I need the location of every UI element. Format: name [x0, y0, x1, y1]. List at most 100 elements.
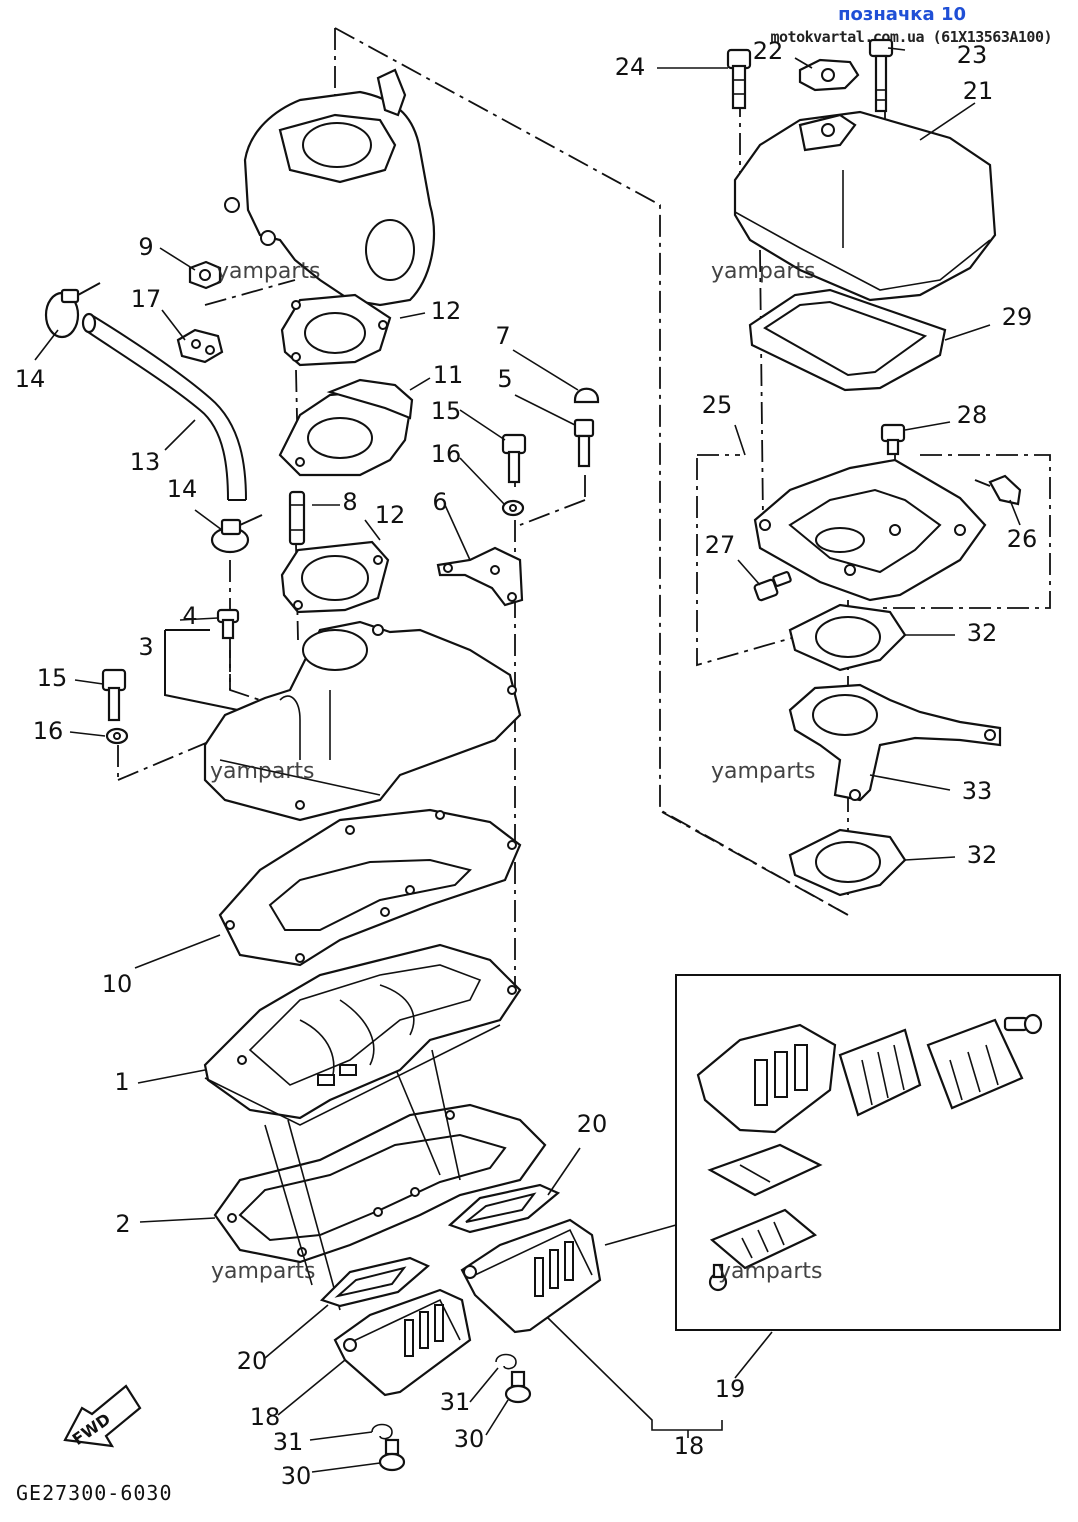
label-part-10: 10: [102, 970, 133, 998]
label-part-3: 3: [138, 633, 153, 661]
label-part-11: 11: [433, 361, 464, 389]
detail-small-screw[interactable]: [708, 1263, 728, 1292]
forward-direction-arrow: FWD: [63, 1384, 142, 1449]
label-part-24: 24: [615, 53, 646, 81]
nut[interactable]: [188, 260, 222, 290]
plate-22[interactable]: [798, 58, 860, 92]
screw-left[interactable]: [378, 1438, 406, 1472]
clip-left[interactable]: [371, 1423, 393, 1440]
watermark-text: yamparts: [711, 759, 816, 784]
label-part-17: 17: [131, 285, 162, 313]
reed-petals-left: [404, 1304, 444, 1357]
reed-valve-gasket[interactable]: [213, 1103, 547, 1264]
label-part-20-left: 20: [237, 1347, 268, 1375]
label-part-9: 9: [138, 233, 153, 261]
reed-gasket-right[interactable]: [447, 1183, 561, 1234]
detail-reed-plate-b[interactable]: [926, 1018, 1024, 1110]
manifold-gasket[interactable]: [218, 808, 522, 967]
bolt-24[interactable]: [726, 48, 752, 110]
watermark-text: yamparts: [211, 1259, 316, 1284]
bolt-27[interactable]: [753, 571, 792, 602]
label-part-30-right: 30: [454, 1425, 485, 1453]
reed-valve-detail-box: [675, 974, 1061, 1331]
stud[interactable]: [288, 490, 306, 546]
diagram-code: GE27300-6030: [16, 1481, 173, 1505]
reed-petals-right: [534, 1241, 574, 1297]
label-part-25: 25: [702, 391, 733, 419]
label-part-8: 8: [342, 488, 357, 516]
flange-gasket-upper[interactable]: [788, 603, 907, 672]
reed-valve-right[interactable]: [460, 1218, 602, 1334]
reed-guide-lines: [264, 1049, 461, 1311]
intake-cover[interactable]: [733, 110, 997, 302]
washer-right[interactable]: [501, 499, 525, 517]
label-part-5: 5: [497, 365, 512, 393]
cover-gasket[interactable]: [748, 288, 947, 392]
stay-33[interactable]: [788, 683, 1002, 802]
stay-bracket[interactable]: [436, 546, 524, 607]
hose-clamp-top[interactable]: [44, 282, 101, 339]
label-part-14-bottom: 14: [167, 475, 198, 503]
screw-right[interactable]: [504, 1370, 532, 1404]
detail-reed-stopper[interactable]: [707, 1143, 823, 1197]
washer-left[interactable]: [105, 727, 129, 745]
detail-screw[interactable]: [1003, 1013, 1043, 1035]
fitting-26[interactable]: [974, 474, 1022, 506]
detail-reed-housing[interactable]: [696, 1023, 837, 1134]
flange-gasket-lower[interactable]: [788, 828, 907, 897]
gasket-upper[interactable]: [280, 293, 392, 367]
reed-valve-body[interactable]: [203, 943, 522, 1126]
cylinder[interactable]: [224, 68, 436, 307]
label-part-18-right: 18: [674, 1432, 705, 1460]
leader-lines: [34, 47, 1021, 1473]
watermarks: yamparts yamparts yamparts yamparts yamp…: [210, 259, 823, 1284]
label-part-2: 2: [115, 1210, 130, 1238]
cylinder-plate[interactable]: [278, 378, 414, 477]
bolt-23[interactable]: [868, 38, 894, 113]
label-part-12-bottom: 12: [375, 501, 406, 529]
silencer-base[interactable]: [753, 458, 987, 602]
label-part-22: 22: [753, 37, 784, 65]
label-part-29: 29: [1002, 303, 1033, 331]
label-part-18-left: 18: [250, 1403, 281, 1431]
watermark-text: yamparts: [210, 759, 315, 784]
label-part-30-left: 30: [281, 1462, 312, 1490]
gasket-lower[interactable]: [280, 540, 390, 614]
source-site-label[interactable]: motokvartal.com.ua (61X13563A100): [770, 28, 1052, 46]
label-part-27: 27: [705, 531, 736, 559]
label-part-7: 7: [495, 322, 510, 350]
clip-right[interactable]: [495, 1353, 517, 1370]
label-part-31-right: 31: [440, 1388, 471, 1416]
hose-clamp-bottom[interactable]: [210, 514, 263, 554]
label-part-6: 6: [432, 488, 447, 516]
label-part-31-left: 31: [273, 1428, 304, 1456]
part-labels: 9 17 14 13 14 12 11 8 12 7 5 15 16 6 4 3…: [15, 37, 1038, 1490]
label-part-15-left: 15: [37, 664, 68, 692]
watermark-text: yamparts: [718, 1259, 823, 1284]
detail-reed-plate-a[interactable]: [838, 1028, 922, 1117]
detail-reed-petals[interactable]: [709, 1208, 818, 1270]
label-part-33: 33: [962, 777, 993, 805]
reed-gasket-left[interactable]: [319, 1256, 431, 1308]
label-part-28: 28: [957, 401, 988, 429]
bracket[interactable]: [176, 328, 224, 364]
cap[interactable]: [573, 387, 600, 404]
label-part-21: 21: [963, 77, 994, 105]
label-part-1: 1: [114, 1068, 129, 1096]
page-marker-title: позначка 10: [838, 4, 966, 25]
water-hose[interactable]: [81, 312, 247, 501]
bolt-left[interactable]: [101, 668, 127, 722]
screw-4[interactable]: [216, 608, 240, 640]
label-part-20-right: 20: [577, 1110, 608, 1138]
label-part-14-top: 14: [15, 365, 46, 393]
sensor[interactable]: [573, 418, 595, 468]
label-part-26: 26: [1007, 525, 1038, 553]
label-part-19: 19: [715, 1375, 746, 1403]
bolt-right[interactable]: [501, 433, 527, 484]
label-part-32-bottom: 32: [967, 841, 998, 869]
reed-valve-left[interactable]: [333, 1288, 472, 1397]
bolt-28[interactable]: [880, 423, 906, 456]
intake-manifold[interactable]: [203, 620, 522, 822]
label-part-15-right: 15: [431, 397, 462, 425]
